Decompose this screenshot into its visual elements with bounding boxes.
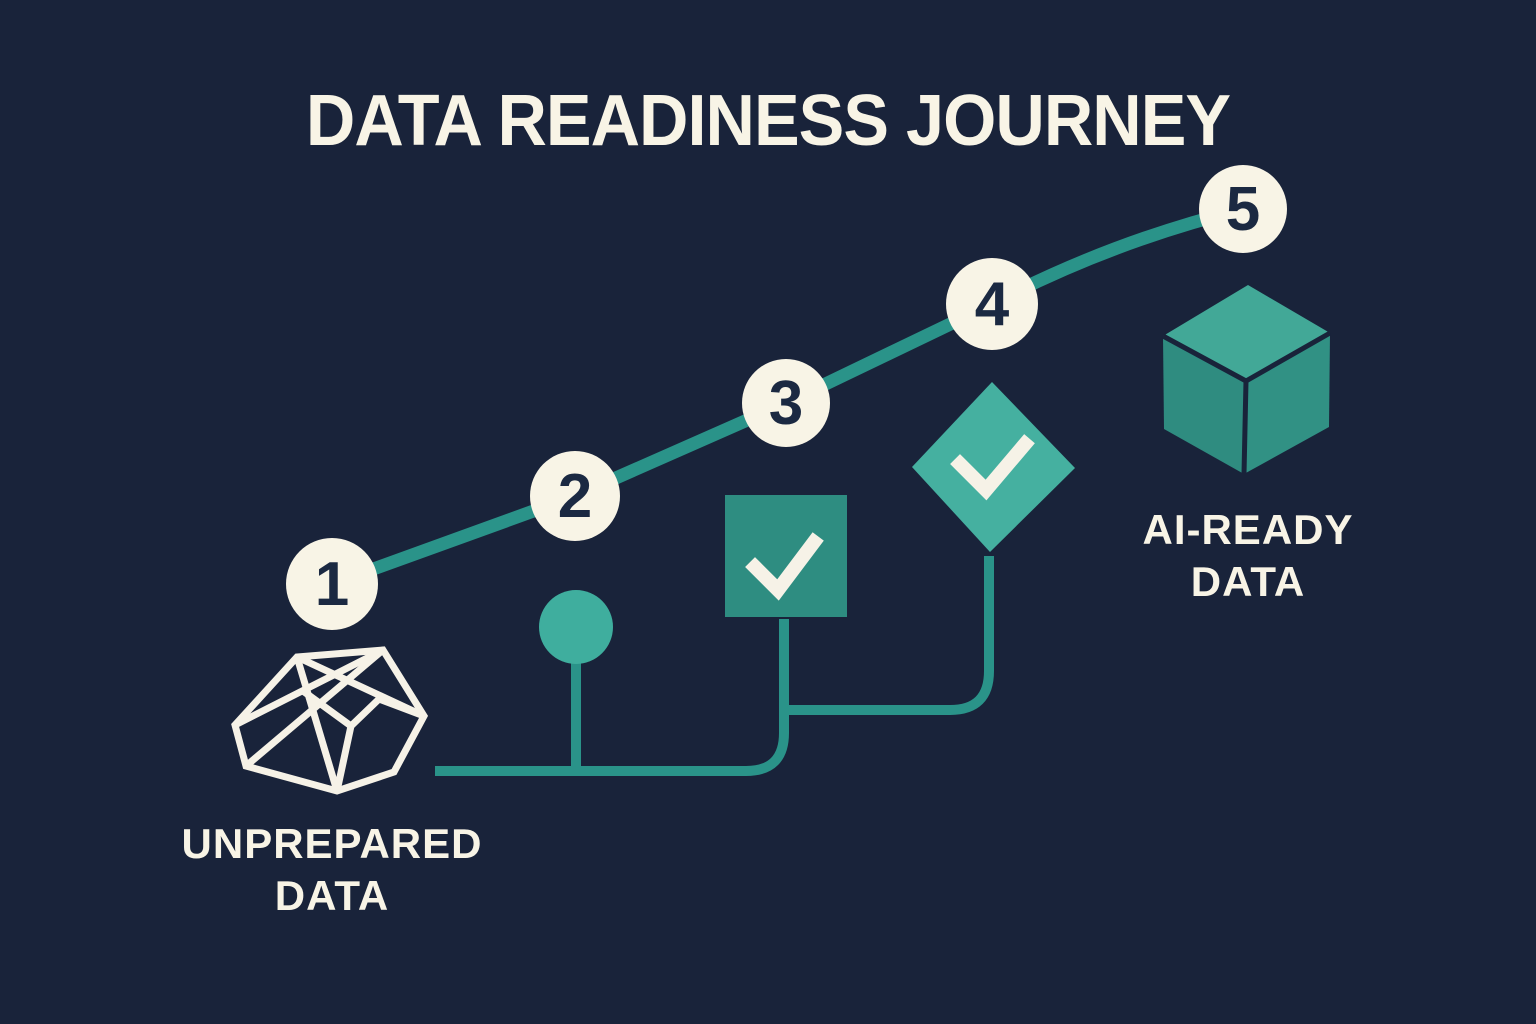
tangled-wireframe-icon bbox=[231, 646, 429, 795]
ai-ready-data-label-line1: AI-READY bbox=[1142, 506, 1354, 553]
checkmark-icon bbox=[745, 532, 824, 601]
step-circle-2 bbox=[530, 451, 620, 541]
step-circle-5 bbox=[1199, 165, 1287, 253]
cube-icon bbox=[1161, 285, 1332, 475]
step-number-4: 4 bbox=[974, 269, 1010, 339]
unprepared-data-label: UNPREPARED DATA bbox=[122, 818, 542, 922]
checked-diamond-icon bbox=[912, 382, 1075, 552]
unprepared-data-label-line1: UNPREPARED bbox=[181, 820, 483, 867]
step-circle-3 bbox=[742, 359, 830, 447]
page-title: DATA READINESS JOURNEY bbox=[305, 81, 1231, 161]
step-number-3: 3 bbox=[768, 368, 804, 438]
checkmark-icon bbox=[950, 434, 1035, 501]
connector-diamond-stem bbox=[784, 556, 994, 715]
checked-square-icon bbox=[725, 495, 847, 617]
unprepared-data-label-line2: DATA bbox=[274, 872, 390, 919]
step-number-5: 5 bbox=[1225, 174, 1261, 244]
step-number-2: 2 bbox=[557, 461, 593, 531]
ai-ready-data-label: AI-READY DATA bbox=[1038, 504, 1458, 608]
step-number-1: 1 bbox=[314, 549, 350, 619]
connector-baseline bbox=[435, 619, 789, 776]
node-dot-icon bbox=[539, 590, 613, 664]
ai-ready-data-label-line2: DATA bbox=[1190, 558, 1306, 605]
step-circle-1 bbox=[286, 538, 378, 630]
step-circle-4 bbox=[946, 258, 1038, 350]
